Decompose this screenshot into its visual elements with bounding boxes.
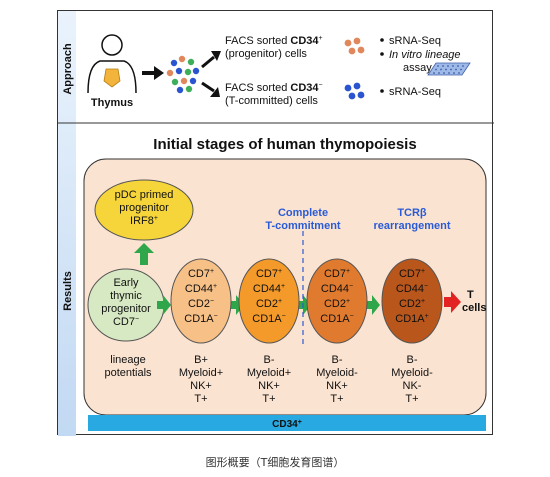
svg-text:Myeloid+: Myeloid+	[179, 367, 223, 379]
svg-text:CD2−: CD2−	[188, 298, 214, 310]
arrow-right-icon	[157, 295, 171, 315]
well-plate-icon	[427, 62, 471, 76]
svg-text:B-: B-	[332, 354, 343, 366]
approach-label: Approach	[62, 43, 74, 95]
svg-text:B-: B-	[264, 354, 275, 366]
tcr-label-1: TCRβ	[397, 207, 427, 219]
sidebar	[58, 11, 76, 436]
svg-text:CD7+: CD7+	[256, 268, 282, 280]
svg-text:Early: Early	[113, 277, 139, 289]
stage4-node	[381, 258, 443, 344]
svg-text:NK-: NK-	[403, 380, 422, 392]
results-label: Results	[62, 271, 74, 311]
svg-text:T+: T+	[262, 393, 275, 405]
svg-text:CD1A−: CD1A−	[252, 313, 285, 325]
svg-text:CD2+: CD2+	[324, 298, 350, 310]
svg-text:CD7+: CD7+	[188, 268, 214, 280]
svg-text:CD44+: CD44+	[185, 283, 217, 295]
progenitor-cells-icon	[344, 37, 365, 55]
lineage-label-2: potentials	[104, 367, 152, 379]
thymus-label: Thymus	[91, 97, 133, 109]
stage2-markers: CD7+ CD44+ CD2+ CD1A−	[252, 268, 285, 325]
arrow-t-cells-icon	[444, 291, 461, 313]
svg-text:CD2+: CD2+	[256, 298, 282, 310]
stage2-node	[238, 258, 300, 344]
svg-text:B+: B+	[194, 354, 208, 366]
cd34-bar	[88, 415, 486, 431]
svg-text:B-: B-	[407, 354, 418, 366]
arrow-thymus-icon	[142, 66, 164, 80]
pdc-progenitor-node	[94, 179, 194, 241]
complete-label-1: Complete	[278, 207, 328, 219]
svg-text:CD2+: CD2+	[399, 298, 425, 310]
t-cells-label-1: T	[467, 289, 474, 301]
svg-text:CD44+: CD44+	[253, 283, 285, 295]
results-title: Initial stages of human thymopoiesis	[153, 136, 416, 153]
stage1-node	[170, 258, 232, 344]
potentials-stage1: B+ Myeloid+ NK+ T+	[179, 354, 223, 405]
svg-text:CD7−: CD7−	[113, 316, 139, 328]
svg-text:CD1A−: CD1A−	[320, 313, 353, 325]
svg-text:T+: T+	[405, 393, 418, 405]
svg-text:CD1A−: CD1A−	[184, 313, 217, 325]
cd34-bar-label: CD34+	[272, 419, 302, 430]
mixed-cells-icon	[166, 55, 200, 94]
svg-text:progenitor: progenitor	[119, 202, 169, 214]
svg-text:CD44−: CD44−	[396, 283, 428, 295]
sorted-neg-subtext: (T-committed) cells	[225, 95, 318, 107]
t-cells-label-2: cells	[462, 302, 486, 314]
svg-text:T+: T+	[330, 393, 343, 405]
arrow-up-icon	[134, 243, 154, 265]
svg-text:thymic: thymic	[110, 290, 142, 302]
arrow-right-icon	[297, 295, 311, 315]
svg-text:Myeloid-: Myeloid-	[391, 367, 433, 379]
potentials-stage4: B- Myeloid- NK- T+	[391, 354, 433, 405]
svg-text:IRF8+: IRF8+	[130, 215, 158, 227]
arrow-to-cd34pos-icon	[201, 55, 215, 69]
stage3-node	[306, 258, 368, 344]
t-committed-cells-icon	[344, 82, 365, 100]
svg-text:NK+: NK+	[258, 380, 280, 392]
thymus-icon	[103, 68, 121, 88]
svg-text:Myeloid-: Myeloid-	[316, 367, 358, 379]
sorted-pos-text: FACS sorted CD34+	[225, 35, 323, 47]
assay-invitro-cont: assay	[403, 62, 432, 74]
svg-text:NK+: NK+	[326, 380, 348, 392]
svg-text:CD44−: CD44−	[321, 283, 353, 295]
assay-srnaseq-neg: sRNA-Seq	[389, 86, 441, 98]
svg-text:pDC primed: pDC primed	[115, 189, 174, 201]
stage3-markers: CD7+ CD44− CD2+ CD1A−	[320, 268, 353, 325]
svg-text:NK+: NK+	[190, 380, 212, 392]
assay-srnaseq-pos: sRNA-Seq	[389, 35, 441, 47]
figure-caption: 图形概要（T细胞发育图谱）	[205, 456, 345, 469]
svg-text:T+: T+	[194, 393, 207, 405]
arrow-right-icon	[366, 295, 380, 315]
lineage-label-1: lineage	[110, 354, 145, 366]
stage1-markers: CD7+ CD44+ CD2− CD1A−	[184, 268, 217, 325]
potentials-stage3: B- Myeloid- NK+ T+	[316, 354, 358, 405]
svg-text:Myeloid+: Myeloid+	[247, 367, 291, 379]
assay-invitro: In vitro lineage	[389, 49, 461, 61]
arrow-to-cd34neg-icon	[201, 81, 215, 93]
svg-text:CD7+: CD7+	[324, 268, 350, 280]
graphical-abstract: Approach Results Thymus FACS sorted CD34…	[57, 10, 494, 436]
svg-text:progenitor: progenitor	[101, 303, 151, 315]
stage4-markers: CD7+ CD44− CD2+ CD1A+	[395, 268, 428, 325]
sorted-neg-text: FACS sorted CD34−	[225, 82, 323, 94]
arrow-right-icon	[230, 295, 244, 315]
complete-label-2: T-commitment	[265, 220, 341, 232]
svg-text:CD7+: CD7+	[399, 268, 425, 280]
potentials-stage2: B- Myeloid+ NK+ T+	[247, 354, 291, 405]
tcr-label-2: rearrangement	[373, 220, 450, 232]
svg-text:CD1A+: CD1A+	[395, 313, 428, 325]
abstract-svg: Approach Results Thymus FACS sorted CD34…	[58, 11, 494, 436]
sorted-pos-subtext: (progenitor) cells	[225, 48, 307, 60]
